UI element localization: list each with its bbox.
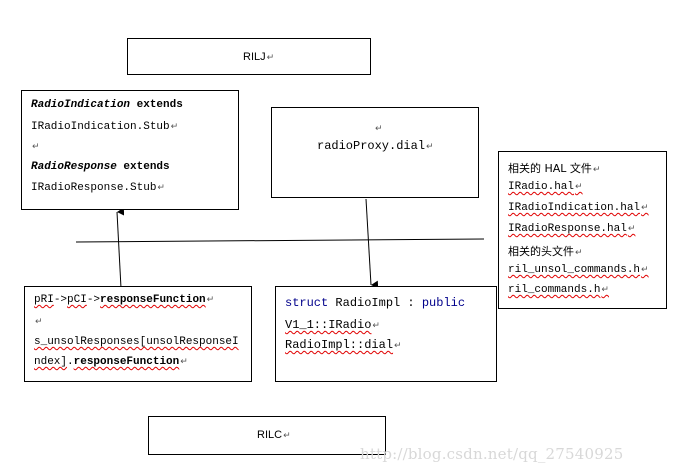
rilc-label: RILC↵ — [257, 429, 291, 441]
struct-declaration: struct RadioImpl : public — [285, 296, 466, 310]
rilj-box: RILJ↵ — [127, 38, 371, 75]
native-callback-box: pRI->pCI->responseFunction↵ ↵ s_unsolRes… — [24, 286, 252, 382]
header-files-header: 相关的头文件↵ — [508, 245, 583, 258]
empty-line: ↵ — [375, 124, 383, 134]
radio-indication-line: RadioIndication extends — [31, 99, 183, 111]
unsol-response-function: ndex].responseFunction↵ — [34, 356, 188, 368]
empty-line: ↵ — [35, 317, 43, 327]
base-class: V1_1::IRadio↵ — [285, 318, 380, 332]
radio-proxy-box: ↵ radioProxy.dial↵ — [271, 107, 479, 198]
header-file-ril-unsol: ril_unsol_commands.h↵ — [508, 264, 649, 276]
hal-files-header: 相关的 HAL 文件↵ — [508, 162, 601, 175]
hal-files-box: 相关的 HAL 文件↵ IRadio.hal↵ IRadioIndication… — [498, 151, 667, 309]
radio-response-line: RadioResponse extends — [31, 161, 170, 173]
pri-pci-response-function: pRI->pCI->responseFunction↵ — [34, 294, 215, 306]
arrow-down-to-impl — [365, 198, 379, 289]
hal-file-iradioresponse: IRadioResponse.hal↵ — [508, 223, 636, 235]
java-callbacks-box: RadioIndication extends IRadioIndication… — [21, 90, 239, 210]
hal-file-iradioindication: IRadioIndication.hal↵ — [508, 202, 649, 214]
iradio-indication-stub: IRadioIndication.Stub↵ — [31, 121, 179, 133]
rilc-box: RILC↵ — [148, 416, 386, 455]
radio-impl-box: struct RadioImpl : public V1_1::IRadio↵ … — [275, 286, 497, 382]
hal-divider-line — [75, 238, 485, 243]
empty-line: ↵ — [32, 142, 40, 152]
unsol-responses-array: s_unsolResponses[unsolResponseI — [34, 336, 239, 348]
iradio-response-stub: IRadioResponse.Stub↵ — [31, 182, 165, 194]
hal-file-iradio: IRadio.hal↵ — [508, 181, 583, 193]
watermark: http://blog.csdn.net/qq_27540925 — [360, 445, 624, 463]
header-file-ril-commands: ril_commands.h↵ — [508, 284, 609, 296]
rilj-label: RILJ↵ — [243, 51, 275, 63]
radio-proxy-dial-call: radioProxy.dial↵ — [317, 139, 434, 153]
radio-impl-dial: RadioImpl::dial↵ — [285, 338, 402, 352]
arrow-up-to-callbacks — [116, 207, 125, 289]
